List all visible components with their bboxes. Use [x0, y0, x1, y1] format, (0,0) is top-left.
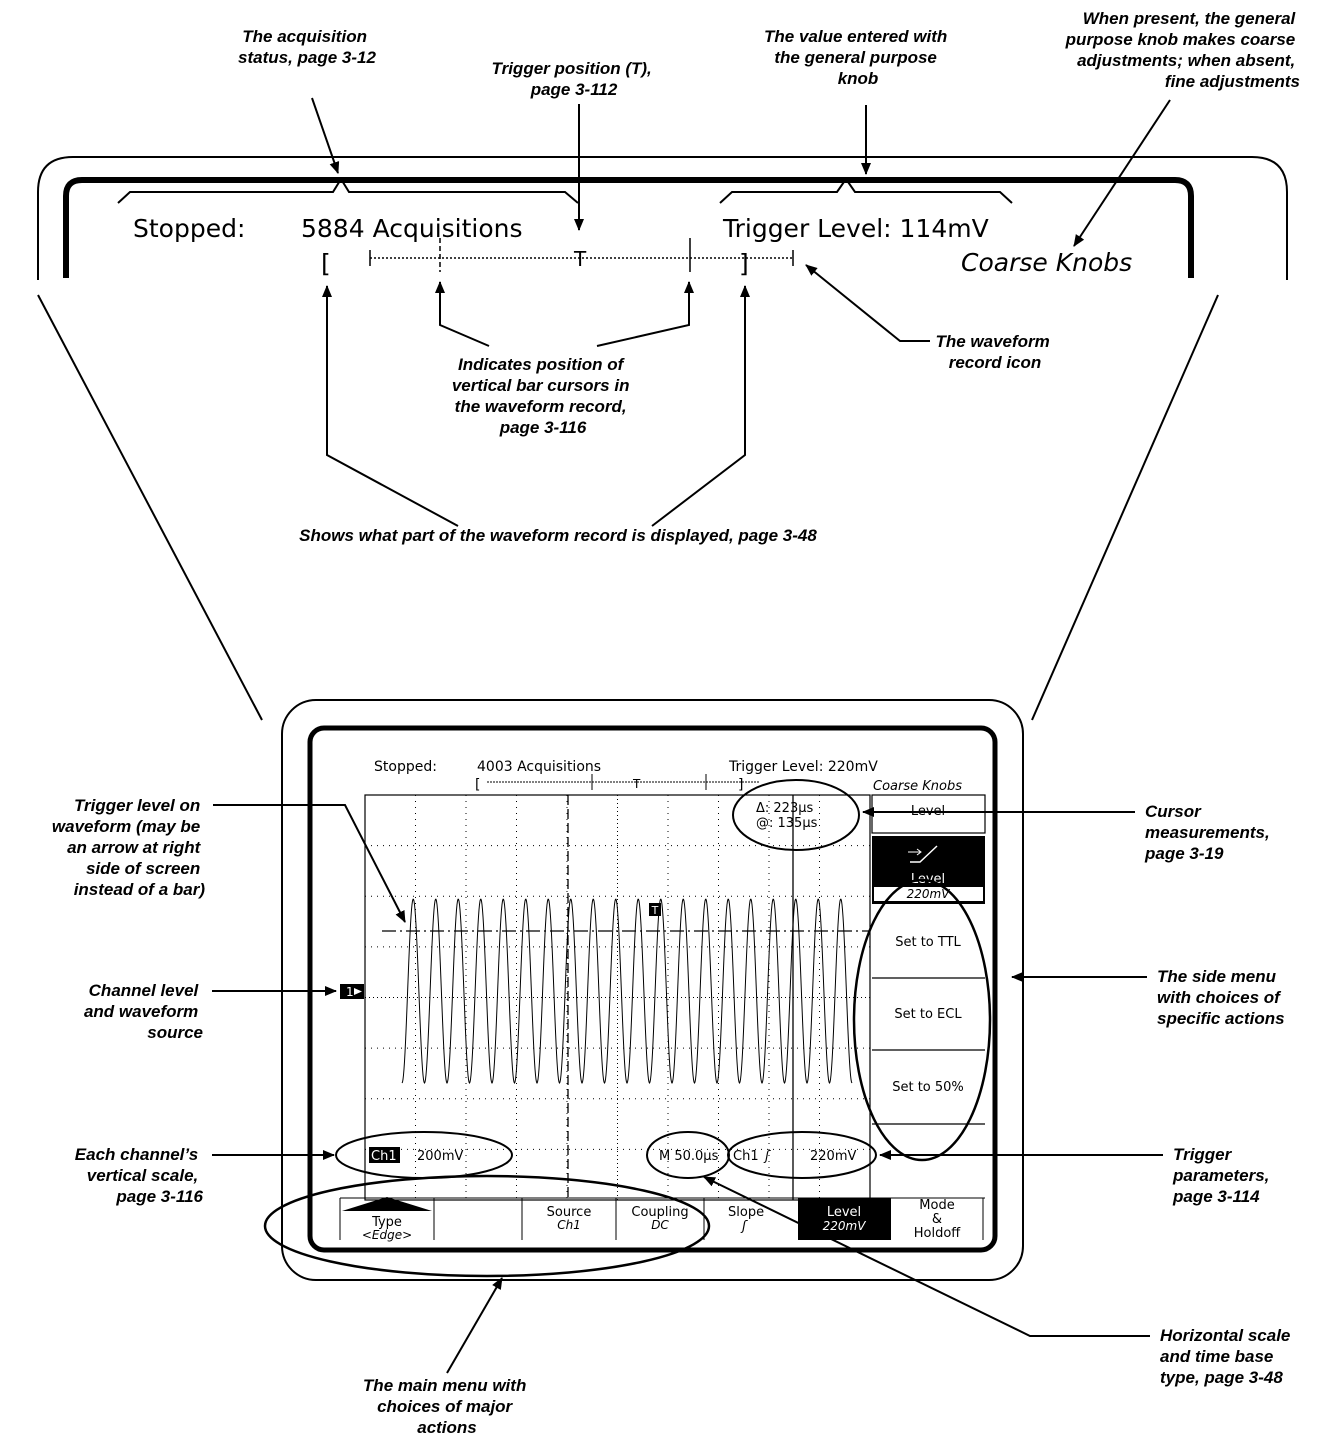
- callout-trigger-position: Trigger position (T), page 3-112: [492, 59, 657, 231]
- svg-text:Cursor measurements,: Cursor measurements, page 3-19: [1144, 802, 1274, 863]
- callout-horizontal-scale: Horizontal scale and time base type, pag…: [703, 1176, 1295, 1387]
- svg-text:Mode: Mode: [919, 1198, 954, 1213]
- svg-text:<Edge>: <Edge>: [362, 1228, 412, 1242]
- callout-main-menu: The main menu with choices of major acti…: [363, 1277, 531, 1437]
- zoom-acquisitions-text: 5884 Acquisitions: [301, 214, 523, 243]
- callout-trigger-level-waveform: Trigger level on waveform (may be an arr…: [52, 796, 406, 923]
- svg-text:T: T: [651, 904, 659, 917]
- svg-text:The waveform record icon: The waveform record icon: [935, 332, 1054, 372]
- svg-text:The main menu with choic: The main menu with choices of major acti…: [363, 1376, 531, 1437]
- svg-text:1: 1: [346, 985, 354, 999]
- zoom-status-text: Stopped:: [133, 214, 245, 243]
- graticule: [364, 794, 871, 1201]
- main-menu-level-button[interactable]: Level 220mV: [798, 1198, 891, 1240]
- zoom-trigger-marker: T: [573, 247, 587, 271]
- main-menu-slope-button[interactable]: Slope ʃ: [728, 1205, 764, 1234]
- main-menu-source-button[interactable]: Source Ch1: [547, 1205, 592, 1232]
- set-to-ttl-button[interactable]: Set to TTL: [895, 935, 961, 950]
- svg-text:The value entered with t: The value entered with the general purpo…: [764, 27, 952, 88]
- svg-text:Level: Level: [827, 1205, 861, 1220]
- side-menu-level-button[interactable]: Level 220mV: [872, 836, 985, 904]
- svg-text:200mV: 200mV: [417, 1149, 463, 1164]
- svg-text:Ch1: Ch1: [557, 1218, 581, 1232]
- svg-text:Type: Type: [371, 1215, 402, 1230]
- gp-value-brace: [719, 177, 1013, 204]
- screen-status-text: Stopped:: [374, 759, 437, 775]
- main-menu-coupling-button[interactable]: Coupling DC: [631, 1205, 688, 1232]
- svg-text:220mV: 220mV: [823, 1219, 867, 1233]
- screen-coarse-knobs-text: Coarse Knobs: [873, 779, 962, 794]
- svg-text:Δ: 223μs: Δ: 223μs: [756, 801, 813, 816]
- svg-text:ʃ: ʃ: [763, 1149, 771, 1164]
- svg-text:&: &: [932, 1212, 942, 1227]
- channel-level-marker: 1: [340, 984, 364, 999]
- svg-text:Shows what part of the wavefor: Shows what part of the waveform record i…: [299, 526, 817, 545]
- callout-displayed-part: Shows what part of the waveform record i…: [299, 285, 817, 545]
- callout-waveform-record-icon: The waveform record icon: [805, 264, 1054, 372]
- callout-bar-cursors: Indicates position of vertical bar curso…: [435, 281, 694, 437]
- screen-trigger-marker: T: [632, 777, 641, 791]
- svg-text:The side menu with choic: The side menu with choices of specific a…: [1157, 967, 1285, 1028]
- svg-text:ʃ: ʃ: [740, 1219, 748, 1234]
- callout-coarse-knob: When present, the general purpose knob m…: [1065, 9, 1300, 247]
- svg-text:Holdoff: Holdoff: [914, 1226, 962, 1241]
- svg-text:Channel level and wavefo: Channel level and waveform source: [84, 981, 203, 1042]
- zoom-projection-line-left: [37, 294, 263, 721]
- callout-trigger-parameters: Trigger parameters, page 3-114: [879, 1145, 1274, 1206]
- zoom-waveform-record-icon: [ ] T: [321, 238, 794, 278]
- cursor-readout: Δ: 223μs @: 135μs: [732, 779, 860, 851]
- screen-waveform-record-icon: [ ] T: [475, 774, 760, 793]
- svg-text:Ch1: Ch1: [733, 1149, 759, 1164]
- svg-text:Indicates position of ve: Indicates position of vertical bar curso…: [452, 355, 634, 437]
- svg-text:Trigger level on wavefor: Trigger level on waveform (may be an arr…: [52, 796, 205, 899]
- svg-text:Trigger parameters,: Trigger parameters, page 3-114: [1172, 1145, 1274, 1206]
- svg-text:Slope: Slope: [728, 1205, 764, 1220]
- svg-text:DC: DC: [651, 1218, 669, 1232]
- svg-text:Source: Source: [547, 1205, 592, 1220]
- trigger-parameters-readout: Ch1 ʃ 220mV: [727, 1131, 877, 1179]
- zoomed-status-panel: Stopped: 5884 Acquisitions Trigger Level…: [37, 156, 1288, 280]
- screen-bracket-left: [: [475, 777, 480, 793]
- channel-scale-readout: Ch1 200mV: [335, 1131, 513, 1179]
- screen-acquisitions-text: 4003 Acquisitions: [477, 759, 601, 775]
- waveform-trigger-marker: T: [649, 903, 661, 917]
- svg-text:Trigger position (T), pa: Trigger position (T), page 3-112: [492, 59, 657, 99]
- svg-text:M 50.0μs: M 50.0μs: [659, 1149, 719, 1164]
- oscilloscope-screen: Stopped: 4003 Acquisitions Trigger Level…: [263, 699, 1024, 1281]
- timebase-readout: M 50.0μs: [646, 1131, 730, 1179]
- acq-status-brace: [117, 177, 579, 204]
- callout-side-menu: The side menu with choices of specific a…: [1011, 967, 1285, 1028]
- ch1-waveform: [401, 898, 853, 1085]
- screen-bracket-right: ]: [738, 777, 743, 793]
- main-menu-mode-holdoff-button[interactable]: Mode & Holdoff: [914, 1198, 962, 1241]
- main-menu-type-button[interactable]: Type <Edge>: [342, 1197, 432, 1242]
- zoom-trigger-level-text: Trigger Level: 114mV: [722, 214, 989, 243]
- rising-edge-icon: [910, 845, 938, 863]
- screen-trigger-level-text: Trigger Level: 220mV: [728, 759, 878, 775]
- svg-text:The acquisition status,: The acquisition status, page 3-12: [238, 27, 376, 67]
- side-menu: Level Level 220mV Set to TTL Set to ECL …: [852, 794, 992, 1162]
- callout-vertical-scale: Each channel’s vertical scale, page 3-11…: [75, 1145, 335, 1206]
- svg-text:Coupling: Coupling: [631, 1205, 688, 1220]
- zoom-bracket-left: [: [321, 249, 331, 278]
- callout-acquisition-status: The acquisition status, page 3-12: [238, 27, 377, 174]
- svg-text:Horizontal scale and tim: Horizontal scale and time base type, pag…: [1160, 1326, 1295, 1387]
- set-to-ecl-button[interactable]: Set to ECL: [894, 1007, 962, 1022]
- up-arrow-icon: [342, 1197, 432, 1211]
- zoom-projection-line-right: [1031, 294, 1219, 721]
- side-menu-level-value: 220mV: [907, 887, 951, 901]
- callout-channel-level: Channel level and waveform source: [84, 981, 337, 1042]
- main-menu: Type <Edge> Source Ch1 Coupling DC Slope…: [263, 1174, 985, 1278]
- callout-cursor-measurements: Cursor measurements, page 3-19: [862, 802, 1274, 863]
- callout-general-purpose-value: The value entered with the general purpo…: [764, 27, 952, 175]
- svg-text:Ch1: Ch1: [371, 1149, 397, 1164]
- zoom-coarse-knobs-text: Coarse Knobs: [961, 248, 1132, 277]
- svg-text:Each channel’s vertical: Each channel’s vertical scale, page 3-11…: [75, 1145, 204, 1206]
- svg-text:When present, the general: When present, the general purpose knob m…: [1065, 9, 1300, 91]
- set-to-50-button[interactable]: Set to 50%: [892, 1080, 964, 1095]
- svg-text:220mV: 220mV: [810, 1149, 856, 1164]
- zoom-bracket-right: ]: [739, 249, 749, 278]
- svg-text:@: 135μs: @: 135μs: [756, 816, 818, 831]
